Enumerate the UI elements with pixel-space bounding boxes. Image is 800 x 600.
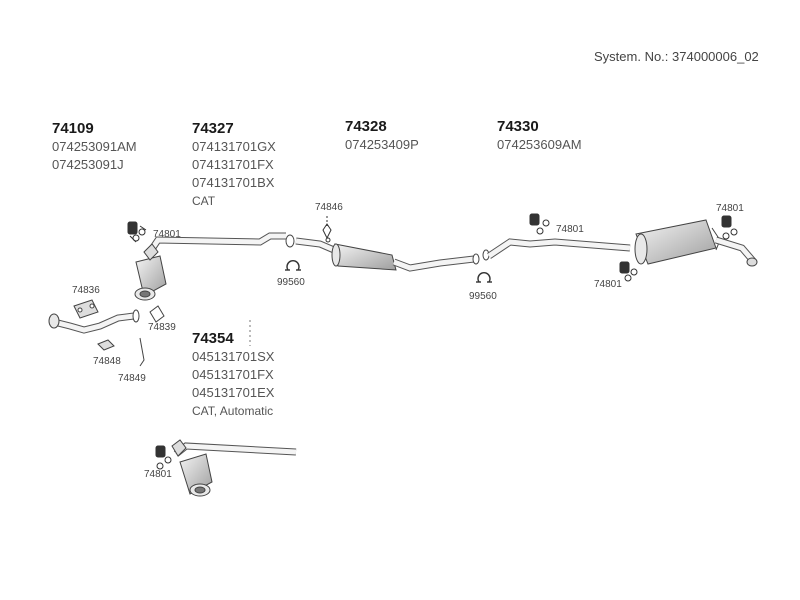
clamp-74801-rear-c <box>619 261 638 282</box>
label-74801: 74801 <box>594 279 622 290</box>
group-number: 74354 <box>192 330 234 347</box>
group-74330: 74330 074253609AM <box>497 118 582 154</box>
part-number: 074253609AM <box>497 137 582 152</box>
label-74846: 74846 <box>315 202 343 213</box>
label-74801: 74801 <box>144 469 172 480</box>
label-74801: 74801 <box>153 229 181 240</box>
bracket-74846 <box>322 216 332 243</box>
part-number: 045131701SX <box>192 349 275 364</box>
label-99560: 99560 <box>469 291 497 302</box>
part-number: 045131701FX <box>192 367 274 382</box>
label-74801: 74801 <box>556 224 584 235</box>
rear-silencer-74330 <box>482 219 758 267</box>
group-74328: 74328 074253409P <box>345 118 419 154</box>
label-74836: 74836 <box>72 285 100 296</box>
group-74109: 74109 074253091AM 074253091J <box>52 120 137 174</box>
label-74849: 74849 <box>118 373 146 384</box>
clamp-74801-rear-a <box>529 213 550 235</box>
label-74839: 74839 <box>148 322 176 333</box>
part-number: 074253091AM <box>52 139 137 154</box>
middle-silencer-74328 <box>295 237 480 272</box>
manifold-pipe-74109 <box>48 299 165 367</box>
group-number: 74328 <box>345 118 387 135</box>
catalytic-converter <box>134 243 167 301</box>
group-number: 74330 <box>497 118 539 135</box>
part-number: 074131701BX <box>192 175 275 190</box>
label-74801: 74801 <box>716 203 744 214</box>
part-number: 074131701FX <box>192 157 274 172</box>
part-note: CAT, Automatic <box>192 404 274 418</box>
group-number: 74109 <box>52 120 94 137</box>
label-99560: 99560 <box>277 277 305 288</box>
part-number: 074253091J <box>52 157 124 172</box>
front-pipe-74354 <box>171 439 297 497</box>
system-number: System. No.: 374000006_02 <box>594 49 759 64</box>
ring-99560-a <box>285 260 301 271</box>
part-number: 074131701GX <box>192 139 276 154</box>
part-number: 074253409P <box>345 137 419 152</box>
clamp-74801-alt <box>155 445 172 470</box>
clamp-74801-rear-b <box>721 215 738 240</box>
ring-99560-b <box>476 272 492 283</box>
group-number: 74327 <box>192 120 234 137</box>
clamp-74801-front <box>127 221 147 243</box>
front-pipe-74327 <box>134 232 295 301</box>
group-74327: 74327 074131701GX 074131701FX 074131701B… <box>192 120 276 210</box>
label-74848: 74848 <box>93 356 121 367</box>
group-74354: 74354 045131701SX 045131701FX 045131701E… <box>192 330 274 420</box>
part-number: 045131701EX <box>192 385 275 400</box>
part-note: CAT <box>192 194 216 208</box>
